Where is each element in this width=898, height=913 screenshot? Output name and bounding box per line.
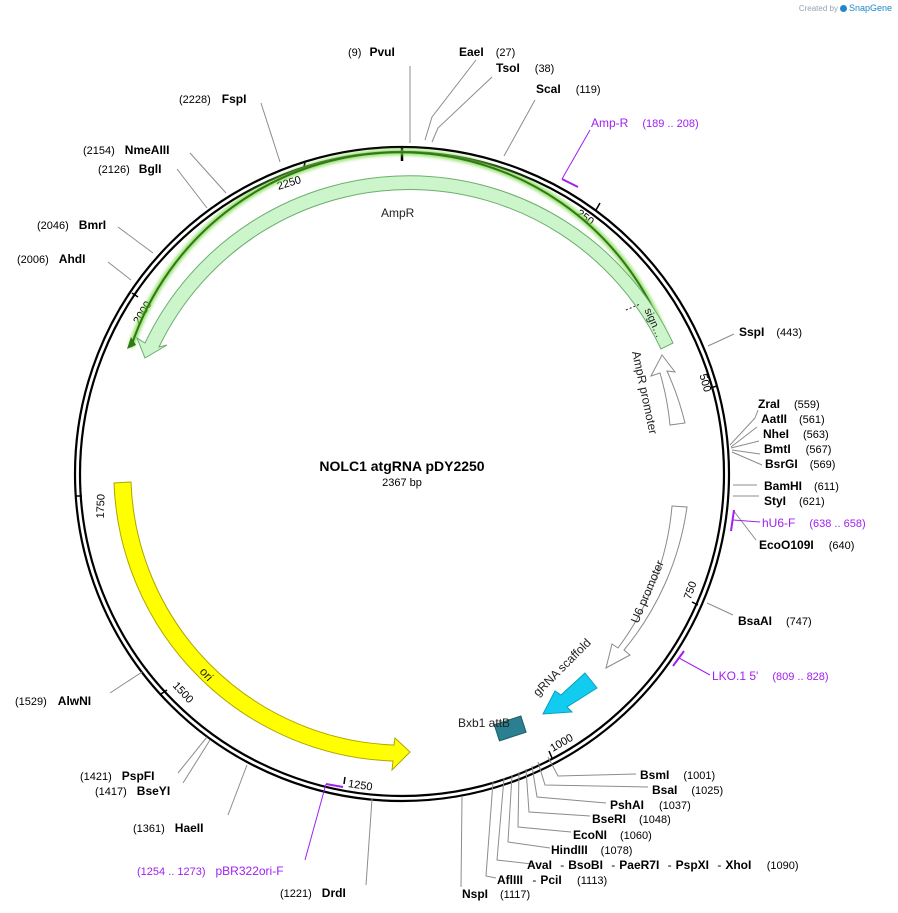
bxb1-attb-box <box>493 715 527 742</box>
enzyme-aatii[interactable]: AatII(561) <box>761 412 825 426</box>
enzyme-bgli[interactable]: (2126)BglI <box>98 162 161 176</box>
svg-text:LKO.1 5'(809 .. 828): LKO.1 5'(809 .. 828) <box>712 669 829 683</box>
enzyme-styi[interactable]: StyI(621) <box>764 494 825 508</box>
plasmid-length: 2367 bp <box>382 477 422 489</box>
enzyme-bmri[interactable]: (2046)BmrI <box>37 218 106 232</box>
tick-250 <box>595 202 601 211</box>
enzyme-fspi[interactable]: (2228)FspI <box>179 92 246 106</box>
enzyme-tsoi[interactable]: TsoI(38) <box>496 61 554 75</box>
enzyme-bsai[interactable]: BsaI(1025) <box>652 783 723 797</box>
ampr-arrow <box>135 175 674 359</box>
svg-text:hU6-F(638 .. 658): hU6-F(638 .. 658) <box>762 516 866 530</box>
enzyme-nhei[interactable]: NheI(563) <box>763 427 829 441</box>
enzyme-zrai[interactable]: ZraI(559) <box>758 397 820 411</box>
enzyme-pspfi[interactable]: (1421)PspFI <box>80 769 154 783</box>
feature-ampr-promoter[interactable]: AmpR promoter <box>629 350 686 436</box>
tick-1000 <box>548 750 553 759</box>
enzyme-bseyi[interactable]: (1417)BseYI <box>95 784 170 798</box>
snapgene-brand-name: SnapGene <box>848 3 892 13</box>
enzyme-nspi[interactable]: NspI(1117) <box>462 887 530 901</box>
enzyme-avai-group[interactable]: AvaI -BsoBI -PaeR7I -PspXI -XhoI (1090) <box>527 858 798 872</box>
backbone-outer <box>73 145 731 803</box>
tick-label-500: 500 <box>696 372 713 393</box>
ori-arrow <box>113 481 411 772</box>
feature-bxb1-attb[interactable]: Bxb1 attB <box>458 715 527 742</box>
tick-label-1250: 1250 <box>347 778 373 793</box>
tick-label-750: 750 <box>682 580 700 601</box>
tick-1500 <box>160 689 168 695</box>
u6-promoter-arrow <box>605 505 688 669</box>
feature-grna-scaffold[interactable]: gRNA scaffold <box>530 636 598 715</box>
svg-text:Amp-R(189 .. 208): Amp-R(189 .. 208) <box>591 116 699 130</box>
snapgene-watermark: Created by SnapGene <box>799 3 892 13</box>
enzyme-econi[interactable]: EcoNI(1060) <box>573 828 652 842</box>
tick-2000 <box>131 292 139 298</box>
enzyme-pvui[interactable]: (9)PvuI <box>348 45 395 59</box>
primer-amp-r[interactable]: Amp-R(189 .. 208) <box>561 116 699 188</box>
svg-text:(1254 .. 1273)pBR322ori-F: (1254 .. 1273)pBR322ori-F <box>137 864 284 878</box>
enzyme-bsaai[interactable]: BsaAI(747) <box>738 614 812 628</box>
primer-hu6-f[interactable]: hU6-F(638 .. 658) <box>730 509 866 532</box>
enzyme-bsmi[interactable]: BsmI(1001) <box>640 768 715 782</box>
enzyme-haeii[interactable]: (1361)HaeII <box>133 821 203 835</box>
enzyme-ahdi[interactable]: (2006)AhdI <box>17 252 85 266</box>
enzyme-labels: (9)PvuI EaeI(27) TsoI(38) ScaI(119) SspI… <box>15 45 854 901</box>
enzyme-ecoo109i[interactable]: EcoO109I(640) <box>759 538 854 552</box>
snapgene-logo-icon <box>839 4 847 12</box>
primers: Amp-R(189 .. 208) hU6-F(638 .. 658) LKO.… <box>137 116 866 878</box>
enzyme-afliii-group[interactable]: AflIII -PciI (1113) <box>497 873 607 887</box>
signal-divider <box>625 303 641 311</box>
created-by-text: Created by <box>798 3 838 13</box>
enzyme-hindiii[interactable]: HindIII(1078) <box>551 843 632 857</box>
plasmid-name: NOLC1 atgRNA pDY2250 <box>319 458 484 474</box>
enzyme-eaei[interactable]: EaeI(27) <box>459 45 515 59</box>
primer-pbr322ori-f[interactable]: (1254 .. 1273)pBR322ori-F <box>137 783 344 878</box>
enzyme-scai[interactable]: ScaI(119) <box>536 82 601 96</box>
tick-1250 <box>343 776 346 785</box>
enzyme-bmti[interactable]: BmtI(567) <box>764 442 831 456</box>
backbone-inner <box>78 150 726 798</box>
enzyme-pshai[interactable]: PshAI(1037) <box>610 798 691 812</box>
tick-label-1000: 1000 <box>548 732 575 755</box>
enzyme-alwni[interactable]: (1529)AlwNI <box>15 694 91 708</box>
primer-lko1-5[interactable]: LKO.1 5'(809 .. 828) <box>672 650 829 683</box>
tick-750 <box>691 601 699 606</box>
enzyme-sspi[interactable]: SspI(443) <box>739 325 802 339</box>
enzyme-leaders <box>107 59 763 888</box>
enzyme-drdi[interactable]: (1221)DrdI <box>280 886 346 900</box>
ampr-promoter-label: AmpR promoter <box>629 350 660 436</box>
enzyme-bamhi[interactable]: BamHI(611) <box>764 479 839 493</box>
ampr-promoter-arrow <box>649 354 686 426</box>
bxb1-attb-label: Bxb1 attB <box>458 716 510 730</box>
enzyme-bseri[interactable]: BseRI(1048) <box>592 812 671 826</box>
ampr-label: AmpR <box>381 206 415 220</box>
grna-scaffold-arrow <box>542 672 598 715</box>
feature-ampr[interactable]: AmpR sign… <box>127 149 674 359</box>
feature-ori[interactable]: ori <box>113 481 411 772</box>
tick-label-1750: 1750 <box>95 494 108 519</box>
tick-500 <box>709 385 718 389</box>
enzyme-bsrgi[interactable]: BsrGI(569) <box>765 457 835 471</box>
enzyme-nmeaiii[interactable]: (2154)NmeAIII <box>83 143 169 157</box>
